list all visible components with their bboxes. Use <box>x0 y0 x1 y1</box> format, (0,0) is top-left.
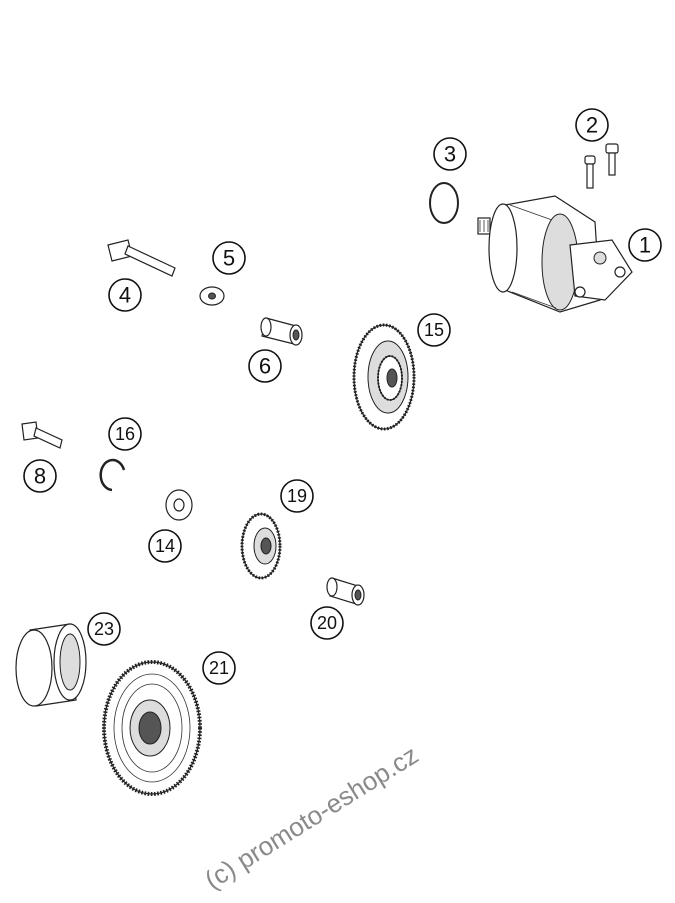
callout-label: 21 <box>209 658 229 678</box>
gear-bushing <box>326 577 365 606</box>
callout-21: 21 <box>202 651 236 685</box>
callout-label: 6 <box>259 354 271 379</box>
starter-gear <box>102 660 202 796</box>
o-ring <box>429 182 459 224</box>
callout-label: 16 <box>115 424 135 444</box>
callout-label: 3 <box>444 142 456 167</box>
screws <box>584 143 619 189</box>
callout-1: 1 <box>628 228 662 262</box>
callout-19: 19 <box>280 479 314 513</box>
bearing-ring <box>15 623 87 707</box>
callout-2: 2 <box>575 108 609 142</box>
callout-3: 3 <box>433 137 467 171</box>
callout-20: 20 <box>310 606 344 640</box>
callout-label: 8 <box>34 464 46 489</box>
callout-6: 6 <box>248 349 282 383</box>
callout-8: 8 <box>23 459 57 493</box>
bushing <box>260 317 303 346</box>
callout-label: 19 <box>287 486 307 506</box>
short-bolt <box>21 421 63 449</box>
callout-14: 14 <box>148 529 182 563</box>
intermediate-gear <box>352 323 416 431</box>
callout-label: 20 <box>317 613 337 633</box>
callout-15: 15 <box>417 313 451 347</box>
callout-label: 15 <box>424 320 444 340</box>
callout-label: 14 <box>155 536 175 556</box>
callout-16: 16 <box>108 417 142 451</box>
callout-label: 5 <box>223 246 235 271</box>
callout-4: 4 <box>108 278 142 312</box>
callout-label: 1 <box>639 233 651 258</box>
long-bolt <box>107 239 176 277</box>
circlip <box>99 458 126 492</box>
callout-23: 23 <box>87 612 121 646</box>
starter-motor <box>477 195 633 313</box>
callout-label: 2 <box>586 113 598 138</box>
callout-5: 5 <box>212 241 246 275</box>
callout-label: 23 <box>94 619 114 639</box>
flat-washer <box>165 489 193 521</box>
callout-label: 4 <box>119 283 131 308</box>
washer <box>199 286 225 306</box>
small-gear <box>240 512 282 580</box>
watermark-text: (c) promoto-eshop.cz <box>199 739 423 895</box>
